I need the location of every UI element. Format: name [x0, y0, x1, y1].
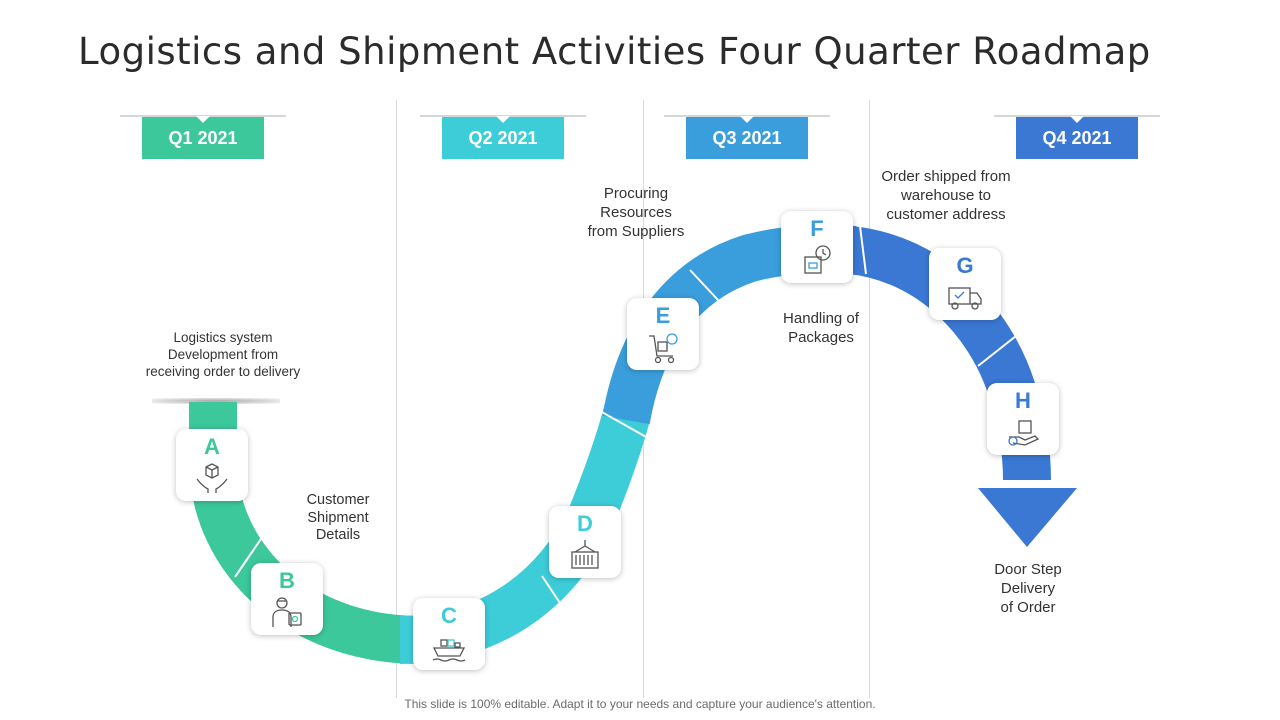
step-f-description: Handling of Packages	[761, 309, 881, 347]
package-handover-icon	[1008, 420, 1040, 446]
segment-separator	[977, 335, 1017, 367]
step-letter: H	[1015, 388, 1031, 413]
text-line: Order shipped from	[881, 168, 1011, 185]
step-card-h: H	[987, 383, 1059, 455]
text-line: Development from	[167, 347, 279, 362]
delivery-person-icon	[272, 597, 302, 627]
quarter-divider	[869, 100, 870, 698]
footer-note: This slide is 100% editable. Adapt it to…	[404, 697, 876, 711]
step-e-description: Procuring Resources from Suppliers	[576, 184, 696, 241]
notch-marker	[1070, 116, 1084, 123]
step-card-b: B	[251, 563, 323, 635]
text-line: customer address	[886, 206, 1006, 223]
text-line: Logistics system	[173, 330, 273, 345]
quarter-label: Q2 2021	[468, 127, 538, 148]
notch-marker	[740, 116, 754, 123]
quarter-label: Q4 2021	[1042, 127, 1112, 148]
step-g-description: Order shipped from warehouse to customer…	[871, 167, 1021, 224]
step-letter: D	[577, 511, 593, 536]
segment-separator	[689, 269, 719, 301]
hand-truck-icon	[649, 333, 678, 364]
step-card-e: E	[627, 298, 699, 370]
step-b-description: Customer Shipment Details	[288, 492, 388, 545]
step-letter: C	[441, 603, 457, 628]
text-line: Packages	[788, 329, 854, 346]
quarter-label: Q1 2021	[168, 127, 238, 148]
text-line: Delivery	[1000, 580, 1056, 597]
text-line: Shipment	[307, 509, 369, 526]
box-in-hands-icon	[196, 463, 228, 493]
quarter-label: Q3 2021	[712, 127, 782, 148]
notch-marker	[496, 116, 510, 123]
step-letter: G	[956, 253, 974, 278]
quarter-q2-header: Q2 2021	[442, 116, 564, 159]
notch-marker	[196, 116, 210, 123]
segment-separator	[541, 575, 567, 613]
quarter-q3-header: Q3 2021	[686, 116, 808, 159]
cargo-ship-icon	[432, 639, 466, 662]
shipping-container-icon	[571, 540, 599, 569]
path-start-shadow	[152, 398, 280, 404]
quarter-q4-header: Q4 2021	[1016, 116, 1138, 159]
step-letter: A	[204, 434, 220, 459]
text-line: warehouse to	[900, 187, 992, 204]
slide-title: Logistics and Shipment Activities Four Q…	[78, 30, 1151, 73]
step-card-c: C	[413, 598, 485, 670]
text-line: of Order	[1000, 599, 1056, 616]
segment-separator	[859, 225, 867, 275]
package-timer-icon	[804, 245, 831, 274]
step-card-f: F	[781, 211, 853, 283]
text-line: Customer	[306, 492, 370, 508]
step-card-a: A	[176, 429, 248, 501]
text-line: Handling of	[783, 310, 859, 327]
text-line: Door Step	[994, 561, 1062, 578]
step-a-description: Logistics system Development from receiv…	[133, 329, 313, 380]
step-card-g: G	[929, 248, 1001, 320]
text-line: from Suppliers	[587, 223, 685, 240]
step-card-d: D	[549, 506, 621, 578]
delivery-truck-icon	[948, 287, 982, 310]
step-letter: F	[810, 216, 824, 241]
text-line: Details	[315, 527, 361, 543]
segment-separator	[599, 410, 649, 439]
quarter-divider	[396, 100, 397, 698]
text-line: Procuring	[603, 185, 669, 202]
step-h-description: Door Step Delivery of Order	[968, 560, 1088, 617]
step-letter: E	[655, 303, 671, 328]
step-letter: B	[279, 568, 295, 593]
text-line: Resources	[600, 204, 672, 221]
segment-separator	[234, 532, 266, 578]
quarter-q1-header: Q1 2021	[142, 116, 264, 159]
text-line: receiving order to delivery	[145, 364, 301, 379]
arrow-head	[978, 488, 1077, 547]
